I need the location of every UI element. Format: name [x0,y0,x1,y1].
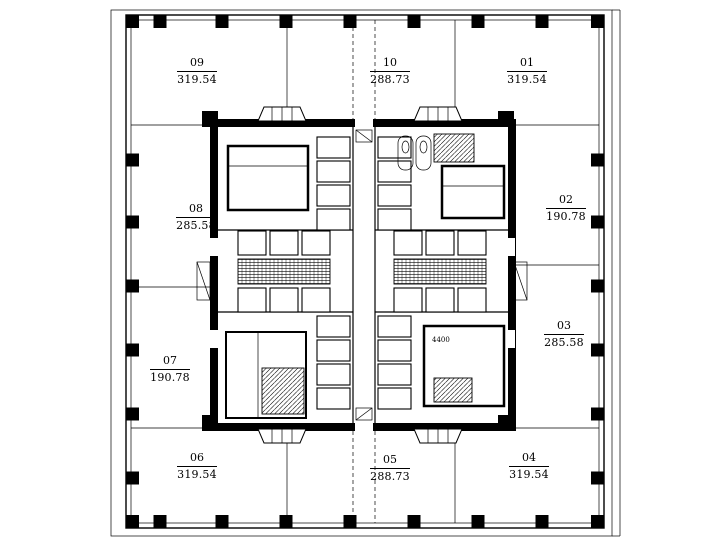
zone-label-04: 04 319.54 [502,451,556,483]
zone-area: 285.58 [544,336,584,350]
zone-number: 04 [509,451,549,468]
zone-area: 190.78 [150,371,190,385]
zone-label-08: 08 285.58 [169,202,223,234]
zone-number: 03 [544,319,584,336]
zone-area: 319.54 [509,468,549,482]
perimeter-columns [126,15,604,528]
restroom-fixtures-top-right [397,135,432,171]
core-room-top-left [226,144,310,212]
core-room-top-right [440,164,506,220]
zone-label-01: 01 319.54 [500,56,554,88]
corridor-axis-lines [352,20,376,523]
zone-area: 288.73 [370,73,410,87]
elevator-bank-bottom-right [377,315,412,410]
zone-boundary-lines [131,20,599,523]
zone-label-10: 10 288.73 [363,56,417,88]
zone-label-05: 05 288.73 [363,453,417,485]
zone-label-03: 03 285.58 [537,319,591,351]
zone-area: 319.54 [177,73,217,87]
core-louvers [196,106,528,444]
elevator-bank-mid-left [237,230,331,313]
zone-label-06: 06 319.54 [170,451,224,483]
elevator-bank-top-right [377,136,412,231]
zone-label-02: 02 190.78 [539,193,593,225]
zone-number: 09 [177,56,217,73]
zone-number: 08 [176,202,216,219]
zone-number: 06 [177,451,217,468]
sheet-frame [110,9,621,537]
elevator-bank-mid-right [393,230,487,313]
zone-label-07: 07 190.78 [143,354,197,386]
zone-label-09: 09 319.54 [170,56,224,88]
zone-number: 01 [507,56,547,73]
stair-top-right [433,133,475,163]
core-room-bottom-left [225,331,307,419]
zone-area: 190.78 [546,210,586,224]
zone-number: 02 [546,193,586,210]
floor-plate-outline [125,14,605,529]
elevator-bank-top-left [316,136,351,231]
zone-area: 285.58 [176,219,216,233]
elevator-bank-bottom-left [316,315,351,410]
core-corridor [352,127,376,423]
core-dimension-label: 4400 [432,336,450,344]
core-room-bottom-right: 4400 [422,324,506,408]
zone-area: 288.73 [370,470,410,484]
zone-area: 319.54 [507,73,547,87]
zone-number: 07 [150,354,190,371]
zone-number: 05 [370,453,410,470]
zone-number: 10 [370,56,410,73]
zone-area: 319.54 [177,468,217,482]
